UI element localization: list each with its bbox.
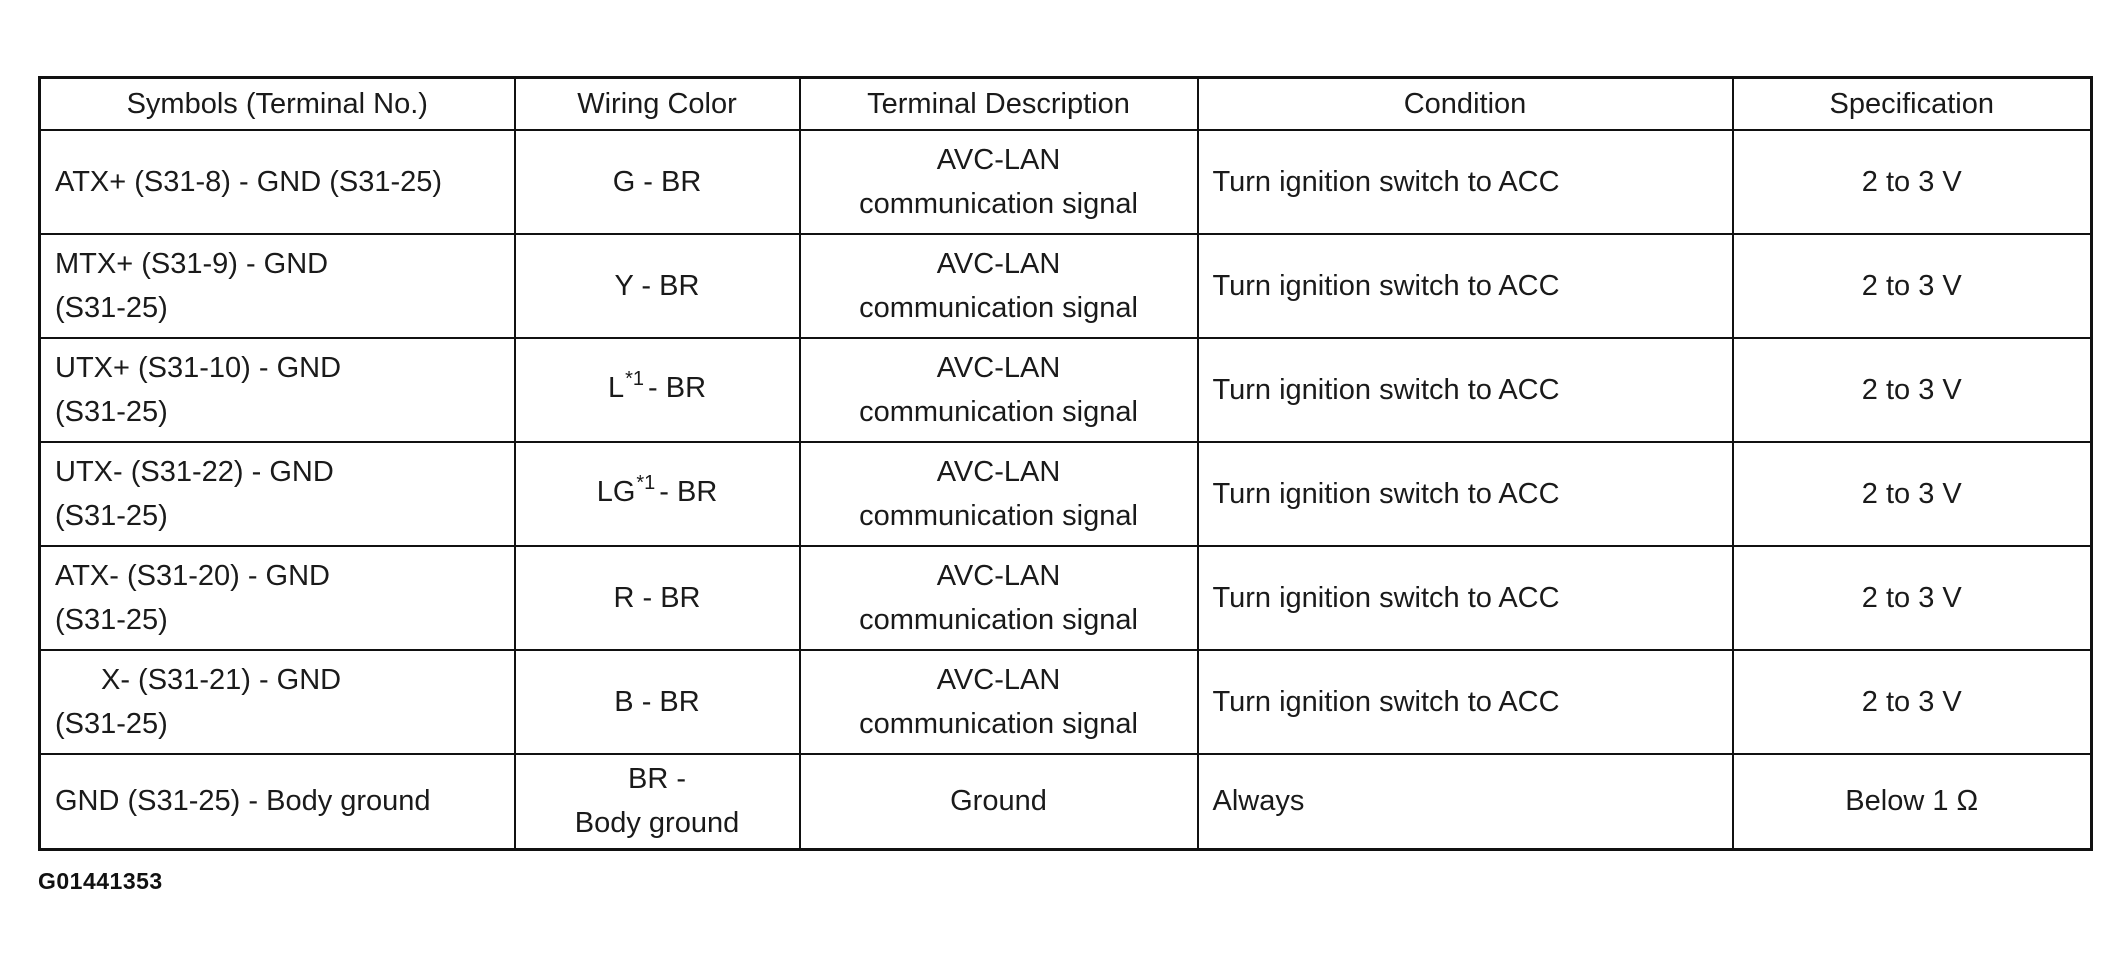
specification-cell: Below 1 Ω bbox=[1731, 752, 2093, 851]
wiring-color-base: L bbox=[607, 372, 625, 404]
condition-cell: Turn ignition switch to ACC bbox=[1196, 232, 1734, 339]
symbol-cell: X- (S31-21) - GND (S31-25) bbox=[38, 648, 516, 755]
terminal-spec-table: Symbols (Terminal No.) Wiring Color Term… bbox=[38, 76, 2093, 851]
symbol-text: (S31-25) bbox=[55, 291, 168, 324]
table-row: UTX- (S31-22) - GND (S31-25) LG*1- BR AV… bbox=[38, 440, 2093, 547]
wiring-color-text: B - BR bbox=[614, 685, 700, 718]
terminal-description-cell: AVC-LAN communication signal bbox=[798, 440, 1199, 547]
description-line: communication signal bbox=[859, 499, 1138, 532]
description-line: AVC-LAN bbox=[936, 351, 1061, 384]
symbol-text: (S31-25) bbox=[55, 707, 168, 740]
wiring-color-rest: - BR bbox=[648, 372, 707, 404]
terminal-description-cell: AVC-LAN communication signal bbox=[798, 232, 1199, 339]
table-row: MTX+ (S31-9) - GND (S31-25) Y - BR AVC-L… bbox=[38, 232, 2093, 339]
wiring-color-cell: G - BR bbox=[513, 128, 801, 235]
symbol-text: (S31-25) bbox=[55, 603, 168, 636]
symbol-text: X- (S31-21) - GND bbox=[101, 663, 342, 696]
description-line: communication signal bbox=[859, 395, 1138, 428]
specification-cell: 2 to 3 V bbox=[1731, 440, 2093, 547]
symbol-text: (S31-25) bbox=[55, 499, 168, 532]
symbol-cell: UTX- (S31-22) - GND (S31-25) bbox=[38, 440, 516, 547]
condition-cell: Turn ignition switch to ACC bbox=[1196, 648, 1734, 755]
header-terminal-description: Terminal Description bbox=[798, 76, 1199, 131]
condition-cell: Turn ignition switch to ACC bbox=[1196, 336, 1734, 443]
description-line: AVC-LAN bbox=[936, 559, 1061, 592]
specification-cell: 2 to 3 V bbox=[1731, 336, 2093, 443]
terminal-description-cell: AVC-LAN communication signal bbox=[798, 128, 1199, 235]
footnote-marker: *1 bbox=[625, 368, 645, 390]
description-line: communication signal bbox=[859, 603, 1138, 636]
wiring-color-cell: B - BR bbox=[513, 648, 801, 755]
description-line: communication signal bbox=[859, 187, 1138, 220]
table-header-row: Symbols (Terminal No.) Wiring Color Term… bbox=[38, 76, 2093, 131]
figure-id: G01441353 bbox=[38, 868, 163, 894]
wiring-color-text: BR - bbox=[628, 763, 686, 796]
header-condition: Condition bbox=[1196, 76, 1734, 131]
specification-cell: 2 to 3 V bbox=[1731, 544, 2093, 651]
condition-cell: Turn ignition switch to ACC bbox=[1196, 440, 1734, 547]
description-line: AVC-LAN bbox=[936, 455, 1061, 488]
table-row: ATX+ (S31-8) - GND (S31-25) G - BR AVC-L… bbox=[38, 128, 2093, 235]
wiring-color-base: LG bbox=[596, 476, 636, 508]
wiring-color-text: Body ground bbox=[574, 807, 740, 840]
description-line: Ground bbox=[950, 785, 1047, 818]
symbol-text: ATX- (S31-20) - GND bbox=[55, 559, 331, 592]
terminal-description-cell: AVC-LAN communication signal bbox=[798, 544, 1199, 651]
wiring-color-text: R - BR bbox=[613, 581, 701, 614]
table-row: GND (S31-25) - Body ground BR - Body gro… bbox=[38, 752, 2093, 851]
symbol-text: GND (S31-25) - Body ground bbox=[55, 785, 431, 818]
symbol-text: UTX+ (S31-10) - GND bbox=[55, 351, 342, 384]
symbol-text: (S31-25) bbox=[55, 395, 168, 428]
description-line: AVC-LAN bbox=[936, 247, 1061, 280]
terminal-description-cell: AVC-LAN communication signal bbox=[798, 648, 1199, 755]
terminal-description-cell: Ground bbox=[798, 752, 1199, 851]
condition-cell: Always bbox=[1196, 752, 1734, 851]
wiring-color-cell: Y - BR bbox=[513, 232, 801, 339]
symbol-cell: UTX+ (S31-10) - GND (S31-25) bbox=[38, 336, 516, 443]
symbol-cell: MTX+ (S31-9) - GND (S31-25) bbox=[38, 232, 516, 339]
specification-cell: 2 to 3 V bbox=[1731, 648, 2093, 755]
wiring-color-text: Y - BR bbox=[614, 269, 700, 302]
header-specification: Specification bbox=[1731, 76, 2093, 131]
description-line: AVC-LAN bbox=[936, 663, 1061, 696]
description-line: communication signal bbox=[859, 291, 1138, 324]
symbol-cell: ATX+ (S31-8) - GND (S31-25) bbox=[38, 128, 516, 235]
wiring-color-cell: R - BR bbox=[513, 544, 801, 651]
symbol-cell: GND (S31-25) - Body ground bbox=[38, 752, 516, 851]
description-line: communication signal bbox=[859, 707, 1138, 740]
terminal-description-cell: AVC-LAN communication signal bbox=[798, 336, 1199, 443]
wiring-color-rest: - BR bbox=[659, 476, 718, 508]
symbol-line: X- (S31-21) - GND bbox=[55, 658, 500, 702]
symbol-text: UTX- (S31-22) - GND bbox=[55, 455, 334, 488]
symbol-text: MTX+ (S31-9) - GND bbox=[55, 247, 329, 280]
header-wiring-color: Wiring Color bbox=[513, 76, 801, 131]
wiring-color-cell: L*1- BR bbox=[513, 336, 801, 443]
symbol-text: ATX+ (S31-8) - GND (S31-25) bbox=[55, 165, 443, 198]
table-row: X- (S31-21) - GND (S31-25) B - BR AVC-LA… bbox=[38, 648, 2093, 755]
condition-cell: Turn ignition switch to ACC bbox=[1196, 544, 1734, 651]
table-row: ATX- (S31-20) - GND (S31-25) R - BR AVC-… bbox=[38, 544, 2093, 651]
wiring-color-cell: BR - Body ground bbox=[513, 752, 801, 851]
footnote-marker: *1 bbox=[636, 472, 656, 494]
condition-cell: Turn ignition switch to ACC bbox=[1196, 128, 1734, 235]
specification-cell: 2 to 3 V bbox=[1731, 232, 2093, 339]
wiring-color-cell: LG*1- BR bbox=[513, 440, 801, 547]
specification-cell: 2 to 3 V bbox=[1731, 128, 2093, 235]
table-row: UTX+ (S31-10) - GND (S31-25) L*1- BR AVC… bbox=[38, 336, 2093, 443]
description-line: AVC-LAN bbox=[936, 143, 1061, 176]
symbol-cell: ATX- (S31-20) - GND (S31-25) bbox=[38, 544, 516, 651]
wiring-color-text: G - BR bbox=[612, 165, 702, 198]
header-symbols: Symbols (Terminal No.) bbox=[38, 76, 516, 131]
